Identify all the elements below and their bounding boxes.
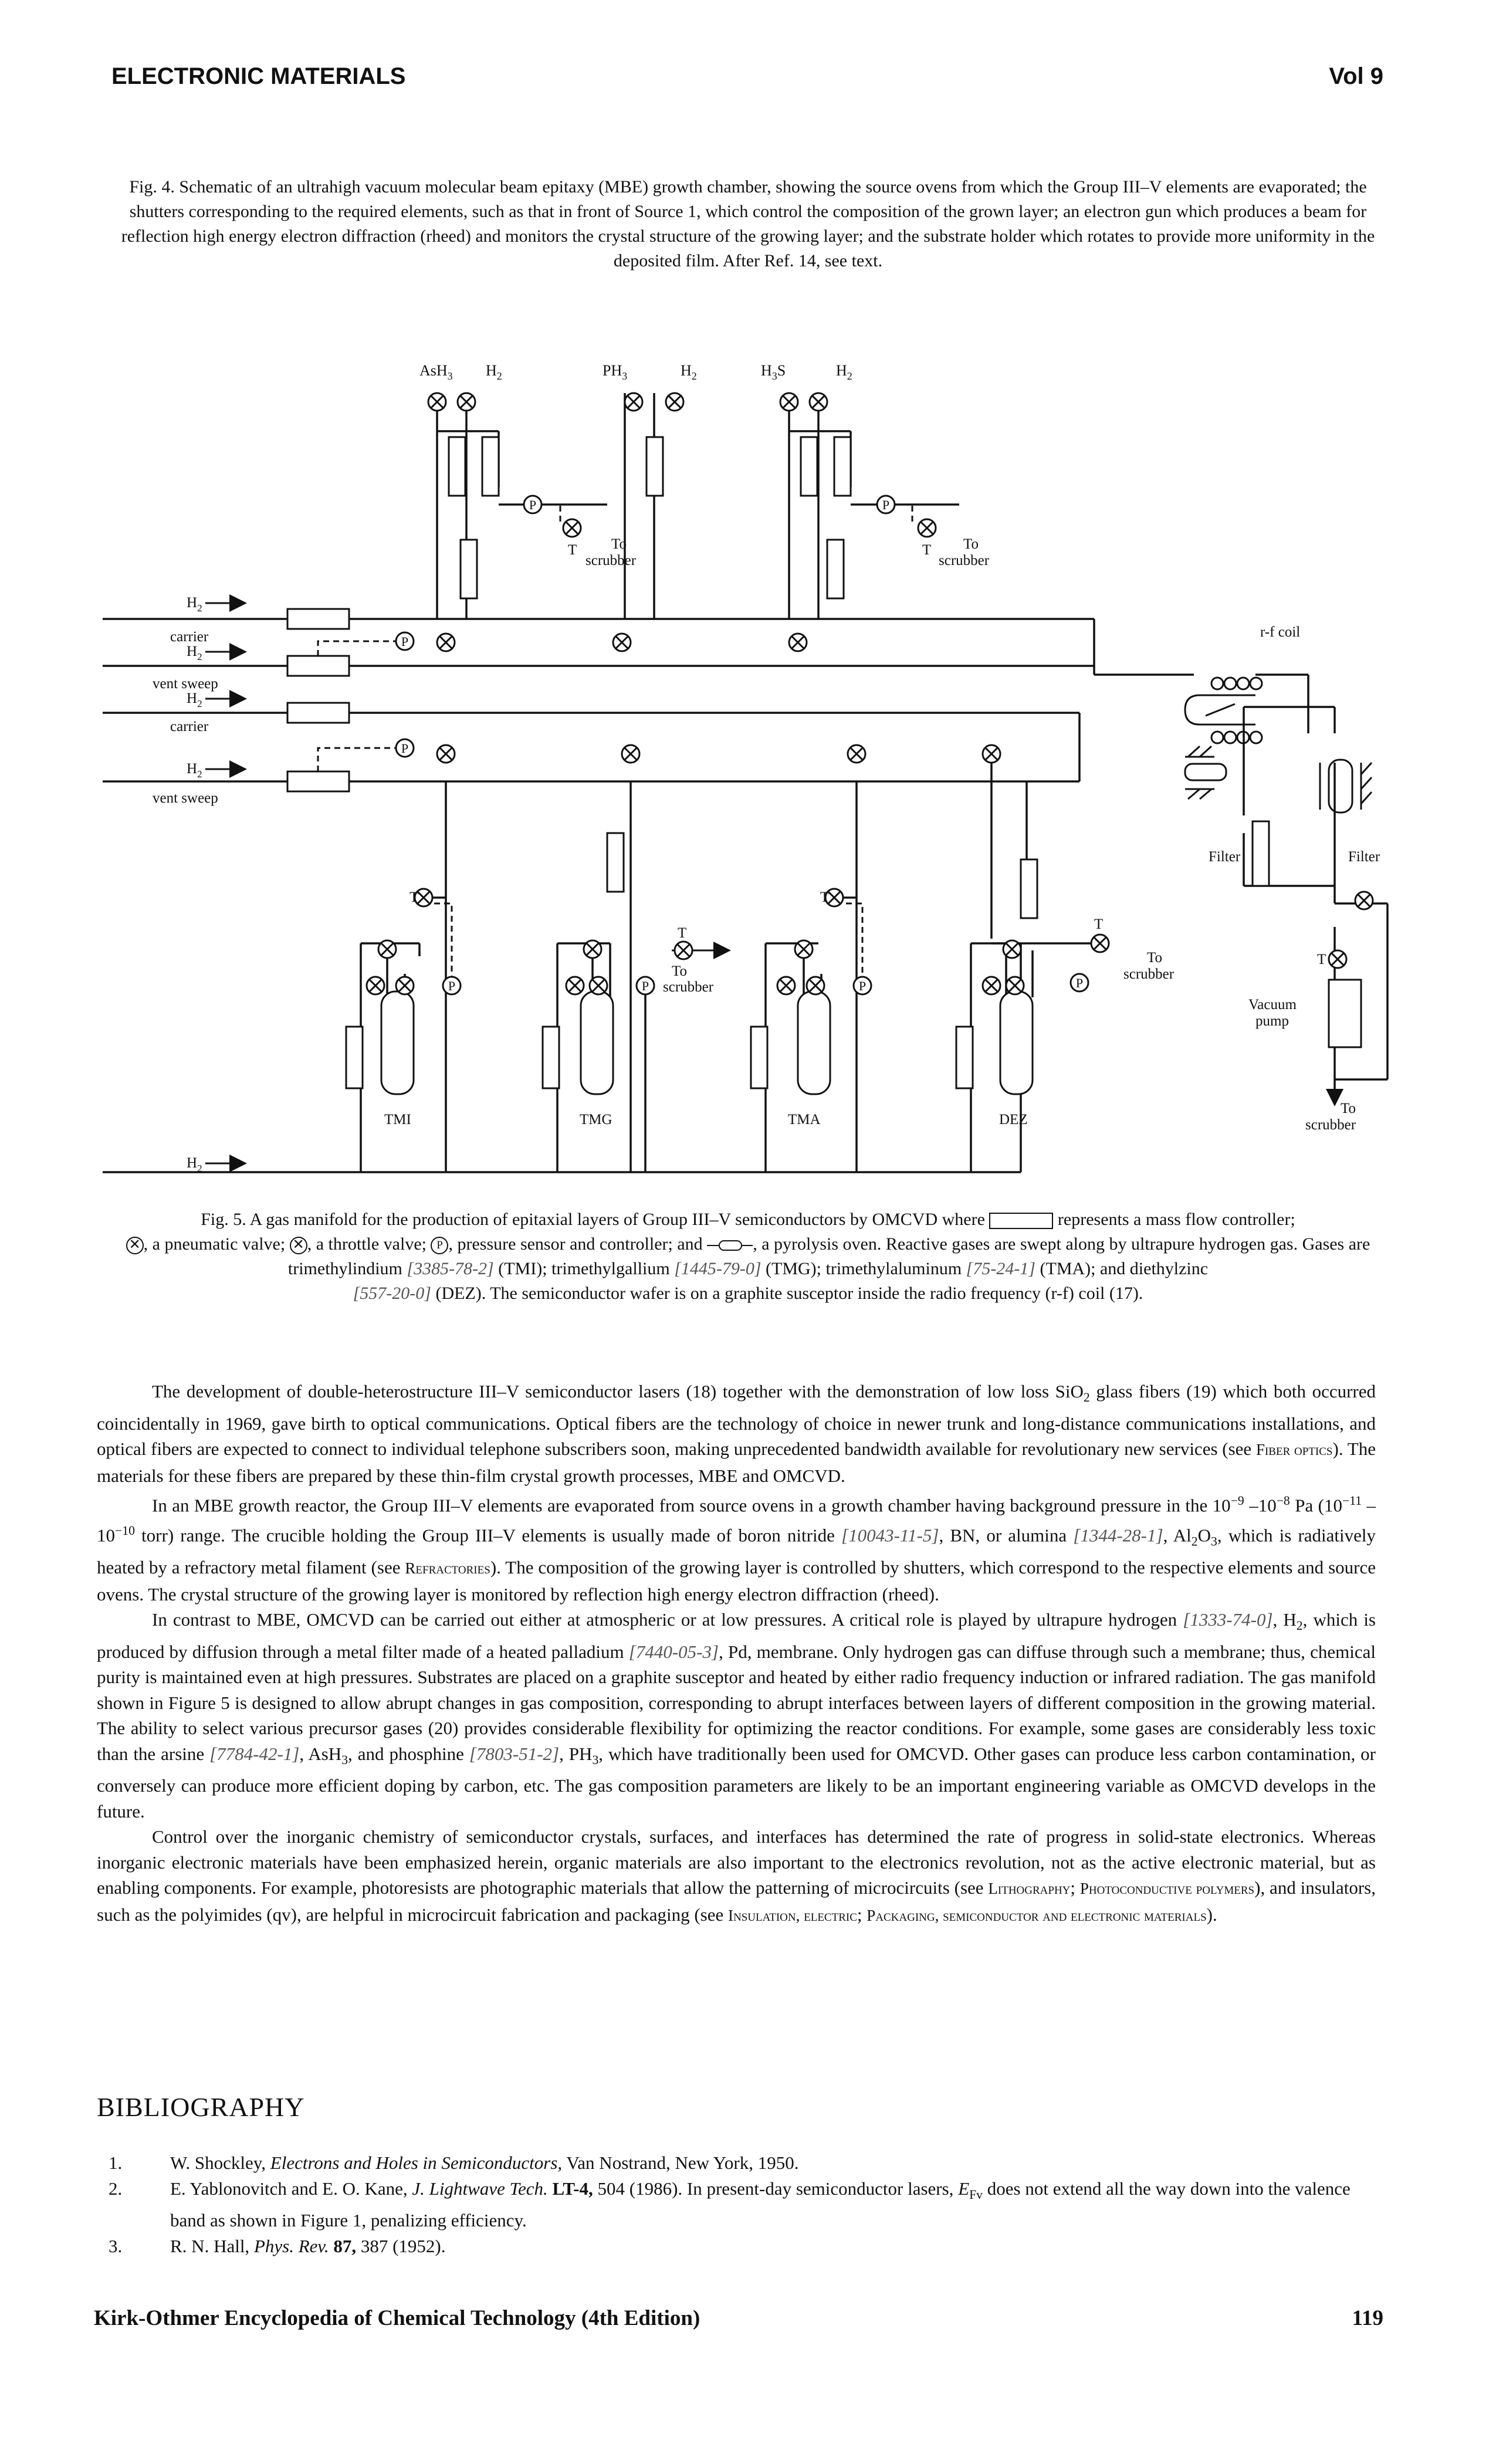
svg-text:P: P (448, 979, 455, 993)
svg-text:scrubber: scrubber (1305, 1117, 1356, 1133)
pyrolysis-oven (1184, 763, 1227, 781)
svg-text:H2: H2 (187, 1155, 202, 1174)
svg-text:AsH3: AsH3 (419, 362, 453, 382)
page-number: 119 (1352, 2306, 1383, 2330)
svg-text:H2: H2 (187, 595, 202, 614)
pressure-sensor-label: P (529, 497, 536, 512)
to-label: To (611, 536, 627, 552)
vent-sweep-label: vent sweep (153, 676, 218, 692)
pyrolysis-oven-icon (707, 1240, 753, 1251)
pneumatic-valve-icon: ✕ (126, 1237, 144, 1255)
paragraph: In contrast to MBE, OMCVD can be carried… (97, 1609, 1376, 1822)
throttle-label: T (568, 542, 577, 558)
ph3-label: PH (603, 362, 622, 379)
rf-coil-label: r-f coil (1260, 624, 1300, 640)
footer-publication-title: Kirk-Othmer Encyclopedia of Chemical Tec… (94, 2306, 700, 2330)
filter-label: Filter (1348, 849, 1380, 865)
throttle-valve-icon: ✕ (289, 1237, 307, 1255)
to-label: To (963, 536, 979, 552)
svg-text:P: P (642, 979, 649, 993)
running-header-journal: ELECTRONIC MATERIALS (111, 63, 406, 89)
paragraph: In an MBE growth reactor, the Group III–… (97, 1494, 1376, 1605)
h3s-label: H (761, 362, 772, 379)
svg-text:P: P (1076, 976, 1083, 990)
svg-text:H2: H2 (836, 362, 852, 382)
figure-5-caption: Fig. 5. A gas manifold for the productio… (111, 1207, 1385, 1306)
svg-text:scrubber: scrubber (663, 979, 714, 995)
carrier-label: carrier (170, 719, 209, 735)
svg-text:PH3: PH3 (603, 362, 627, 382)
cross-reference-link[interactable]: Photoconductive polymers (1079, 1880, 1255, 1898)
cross-reference-link[interactable]: Packaging, semiconductor and electronic … (867, 1906, 1207, 1924)
svg-text:T: T (409, 889, 418, 905)
body-text: The development of double-heterostructur… (97, 1379, 1376, 1928)
bibliography-list: 1.W. Shockley, Electrons and Holes in Se… (100, 2150, 1379, 2259)
svg-text:T: T (820, 889, 829, 905)
scrubber-label: scrubber (585, 553, 637, 568)
svg-text:To: To (1341, 1101, 1356, 1116)
h2-label: H (681, 362, 692, 379)
cross-reference-link[interactable]: Lithography (988, 1880, 1071, 1898)
bibliography-item: 3.R. N. Hall, Phys. Rev. 87, 387 (1952). (109, 2236, 446, 2257)
running-header-volume: Vol 9 (1329, 63, 1383, 89)
svg-text:H2: H2 (486, 362, 502, 382)
gas-manifold-diagram: P P P P AsH3 H2 PH3 H2 H3S H2 T To scrub… (103, 362, 1389, 1174)
vacuum-label: Vacuum (1248, 997, 1297, 1013)
ash3-label: AsH (419, 362, 448, 379)
tmg-label: TMG (580, 1112, 612, 1128)
pressure-sensor-label: P (401, 741, 408, 756)
paragraph: Control over the inorganic chemistry of … (97, 1826, 1376, 1925)
bibliography-item: 1.W. Shockley, Electrons and Holes in Se… (109, 2152, 799, 2173)
svg-text:H3S: H3S (761, 362, 786, 382)
svg-text:H2: H2 (187, 761, 202, 780)
vent-sweep-label: vent sweep (153, 790, 218, 806)
bibliography-heading: BIBLIOGRAPHY (97, 2092, 305, 2122)
pump-label: pump (1255, 1013, 1289, 1029)
svg-text:To: To (1147, 950, 1162, 966)
svg-text:H2: H2 (187, 644, 202, 662)
tmi-label: TMI (384, 1112, 411, 1128)
pressure-sensor-label: P (882, 497, 889, 512)
dez-label: DEZ (999, 1112, 1028, 1128)
svg-text:scrubber: scrubber (1123, 966, 1175, 982)
reactor-tube (1184, 694, 1255, 726)
h2-label: H (836, 362, 847, 379)
cross-reference-link[interactable]: Fiber optics (1255, 1441, 1333, 1459)
filter-label: Filter (1209, 849, 1241, 865)
tma-label: TMA (788, 1112, 821, 1128)
svg-text:To: To (672, 963, 687, 979)
h2-label: H (486, 362, 497, 379)
svg-text:T: T (1094, 916, 1103, 932)
pressure-sensor-icon: P (431, 1237, 449, 1255)
svg-text:T: T (678, 925, 686, 941)
svg-text:H2: H2 (681, 362, 697, 382)
svg-text:H2: H2 (187, 691, 202, 709)
svg-text:P: P (859, 979, 866, 993)
carrier-label: carrier (170, 629, 209, 645)
bibliography-item: 2.E. Yablonovitch and E. O. Kane, J. Lig… (109, 2178, 1351, 2231)
figure-4-caption: Fig. 4. Schematic of an ultrahigh vacuum… (121, 177, 1375, 270)
mass-flow-controller-symbol (989, 1213, 1054, 1230)
svg-text:T: T (1317, 952, 1326, 967)
throttle-label: T (922, 542, 931, 558)
cross-reference-link[interactable]: Refractories (405, 1559, 490, 1578)
scrubber-label: scrubber (939, 553, 990, 568)
paragraph: The development of double-heterostructur… (97, 1381, 1376, 1486)
cross-reference-link[interactable]: Insulation, electric (728, 1906, 857, 1924)
pressure-sensor-label: P (401, 634, 408, 649)
